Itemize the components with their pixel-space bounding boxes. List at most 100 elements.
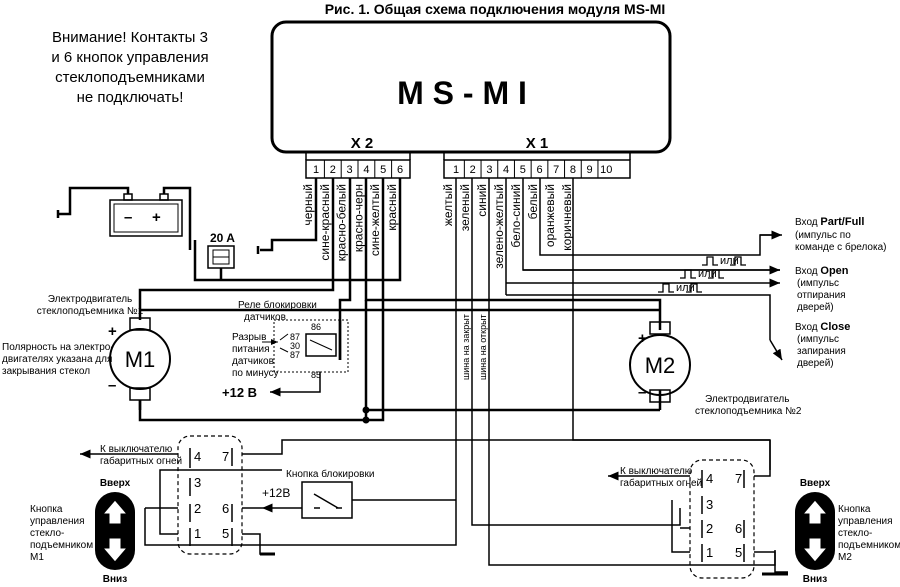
- switch1-pins: 4 7 3 2 6 1 5: [194, 449, 229, 541]
- input-close: Вход Close (импульс запирания дверей): [795, 321, 850, 369]
- x1-wire-label: зелено-желтый: [492, 184, 506, 269]
- input-open: Вход Open (импульс отпирания дверей): [795, 265, 849, 313]
- svg-text:87: 87: [290, 332, 300, 342]
- svg-text:Кнопка: Кнопка: [838, 504, 871, 515]
- x1-pin-8: 8: [570, 164, 576, 176]
- x1-wire-label: бело-синий: [509, 184, 523, 248]
- x1-label: X 1: [526, 135, 549, 152]
- plus12-label: +12 В: [222, 385, 257, 400]
- x1-pin-2: 2: [470, 164, 476, 176]
- module-name: M S - M I: [397, 75, 527, 111]
- window-switch-m1: [177, 435, 243, 555]
- module-body: [270, 20, 672, 154]
- x2-wire-label: красный: [385, 184, 399, 231]
- svg-text:Кнопка: Кнопка: [30, 504, 63, 515]
- svg-text:+: +: [152, 209, 161, 226]
- motor2-desc: Электродвигатель стеклоподъемника №2: [695, 394, 802, 417]
- down-label-m1: Вниз: [103, 574, 127, 585]
- svg-text:управления: управления: [838, 516, 893, 527]
- svg-text:не подключать!: не подключать!: [77, 89, 184, 106]
- svg-text:3: 3: [194, 475, 201, 490]
- x1-pin-1: 1: [453, 164, 459, 176]
- x2-pin-5: 5: [380, 164, 386, 176]
- x2-pin-4: 4: [363, 164, 369, 176]
- battery-icon: – +: [109, 193, 183, 237]
- svg-text:Внимание! Контакты 3: Внимание! Контакты 3: [52, 29, 208, 46]
- svg-text:К выключателю: К выключателю: [100, 444, 173, 455]
- x1-pin-5: 5: [520, 164, 526, 176]
- svg-text:отпирания: отпирания: [797, 290, 846, 301]
- x2-wire-label: красно-белый: [335, 184, 349, 261]
- x1-wire-label: желтый: [441, 184, 455, 226]
- x2-pin-1: 1: [313, 164, 319, 176]
- input-part-full: Вход Part/Full (импульс по команде с бре…: [795, 216, 886, 253]
- lights-label-1: К выключателю габаритных огней: [100, 444, 182, 467]
- svg-text:Электродвигатель: Электродвигатель: [48, 294, 132, 305]
- plus12b-label: +12В: [262, 486, 290, 500]
- svg-text:6: 6: [222, 501, 229, 516]
- svg-text:Электродвигатель: Электродвигатель: [705, 394, 789, 405]
- svg-text:86: 86: [311, 322, 321, 332]
- svg-text:подъемником: подъемником: [30, 540, 93, 551]
- svg-text:и 6 кнопок управления: и 6 кнопок управления: [51, 49, 208, 66]
- svg-text:(импульс: (импульс: [797, 278, 839, 289]
- relay-pins: 86 87 30 87 85: [290, 322, 321, 380]
- x2-wires: [138, 178, 662, 422]
- svg-text:стеклоподъемника №2: стеклоподъемника №2: [695, 406, 802, 417]
- x1-wire-label: коричневый: [560, 184, 574, 251]
- svg-text:85: 85: [311, 370, 321, 380]
- svg-text:стекло-: стекло-: [838, 528, 872, 539]
- svg-text:7: 7: [222, 449, 229, 464]
- svg-text:М1: М1: [30, 552, 44, 563]
- x1-pin-7: 7: [553, 164, 559, 176]
- svg-text:стеклоподъемниками: стеклоподъемниками: [55, 69, 205, 86]
- x1-pin-6: 6: [536, 164, 542, 176]
- svg-text:5: 5: [735, 545, 742, 560]
- relay-break-note: Разрыв питания датчиков по минусу: [232, 332, 279, 379]
- x1-connector: [443, 159, 631, 179]
- x1-wire-label: белый: [526, 184, 540, 219]
- m1-minus: –: [108, 377, 116, 394]
- svg-text:по минусу: по минусу: [232, 368, 279, 379]
- warning-note: Внимание! Контакты 3 и 6 кнопок управлен…: [51, 29, 208, 106]
- svg-text:датчиков: датчиков: [232, 356, 274, 367]
- svg-text:закрывания стекол: закрывания стекол: [2, 366, 90, 377]
- svg-text:M2: M2: [645, 353, 676, 378]
- relay-icon: [273, 319, 349, 373]
- svg-text:стекло-: стекло-: [30, 528, 64, 539]
- svg-text:Полярность на электро-: Полярность на электро-: [2, 342, 114, 353]
- svg-text:2: 2: [706, 521, 713, 536]
- svg-text:5: 5: [222, 526, 229, 541]
- motor-m1: M1: [109, 317, 171, 401]
- svg-text:Реле блокировки: Реле блокировки: [238, 299, 317, 311]
- svg-text:3: 3: [706, 497, 713, 512]
- svg-text:1: 1: [194, 526, 201, 541]
- button1-label: Кнопка управления стекло- подъемником М1: [30, 504, 93, 563]
- svg-text:датчиков: датчиков: [244, 312, 286, 323]
- svg-text:M1: M1: [125, 347, 156, 372]
- up-down-button-m2: [795, 492, 835, 570]
- svg-text:запирания: запирания: [797, 346, 846, 357]
- bus-open-label: шина на открыт: [478, 314, 488, 380]
- svg-text:К выключателю: К выключателю: [620, 466, 693, 477]
- m2-minus: –: [638, 384, 646, 401]
- lights-label-2: К выключателю габаритных огней: [620, 466, 702, 489]
- x1-pin-9: 9: [587, 164, 593, 176]
- x1-pin-4: 4: [503, 164, 509, 176]
- ili-2: или: [698, 268, 717, 280]
- x2-wire-label: красно-черн: [351, 184, 365, 252]
- polarity-note: Полярность на электро- двигателях указан…: [2, 342, 114, 377]
- svg-text:подъемником: подъемником: [838, 540, 900, 551]
- window-switch-m2: [689, 459, 755, 579]
- down-label-m2: Вниз: [803, 574, 827, 585]
- svg-text:стеклоподъемника №1: стеклоподъемника №1: [37, 306, 144, 317]
- x1-pin-10: 10: [600, 164, 612, 176]
- x2-pin-3: 3: [347, 164, 353, 176]
- svg-text:Вход Open: Вход Open: [795, 265, 849, 277]
- svg-text:30: 30: [290, 341, 300, 351]
- x2-wire-label: сине-красный: [318, 184, 332, 261]
